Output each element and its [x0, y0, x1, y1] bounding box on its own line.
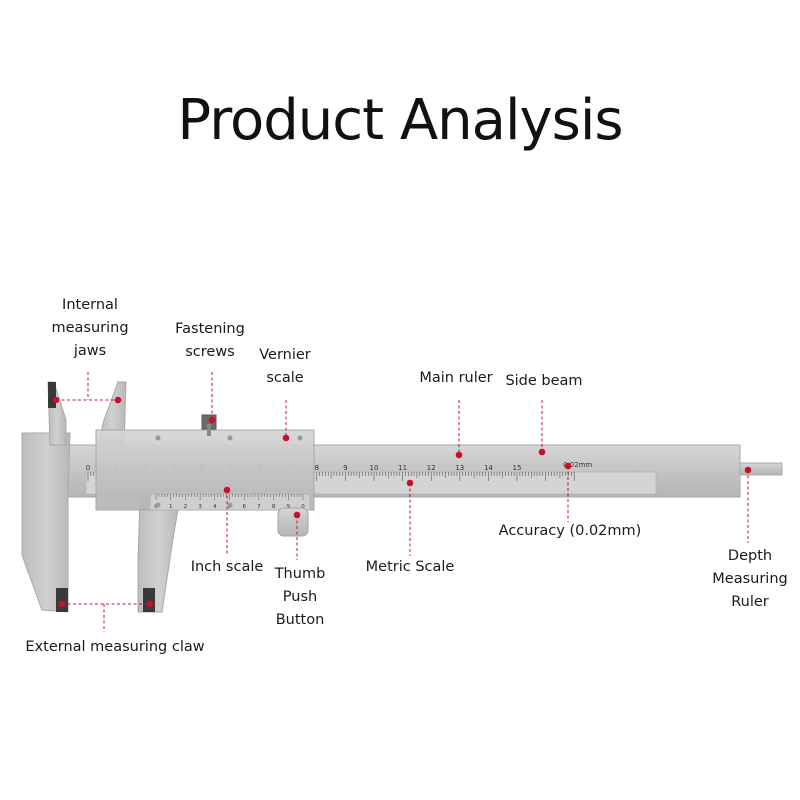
vernier-number: 8	[272, 504, 276, 510]
external-claw-tip-right	[143, 588, 155, 612]
marker-dots	[52, 396, 752, 608]
marker-dot	[564, 462, 572, 470]
vernier-number: 0	[301, 504, 305, 510]
main-scale-number: 15	[513, 464, 522, 472]
vernier-number: 2	[184, 504, 188, 510]
rivet	[155, 502, 161, 508]
label-external-measuring-claw: External measuring claw	[25, 639, 205, 655]
label-accuracy: Accuracy (0.02mm)	[498, 523, 642, 539]
leader-lines	[56, 372, 749, 632]
label-fastening-screws: Fastening screws	[175, 321, 245, 360]
label-depth-measuring-ruler: Depth Measuring Ruler	[712, 548, 788, 610]
label-metric-scale: Metric Scale	[365, 559, 455, 575]
main-scale-number: 11	[398, 464, 407, 472]
marker-dot	[406, 479, 414, 487]
rivet	[297, 435, 303, 441]
screw-shaft	[207, 424, 211, 436]
marker-dot	[538, 448, 546, 456]
rivet	[227, 502, 233, 508]
marker-dot	[58, 600, 66, 608]
vernier-scale-ticks	[155, 494, 304, 500]
vernier-number: 7	[257, 504, 261, 510]
label-internal-measuring-jaws: Internal measuring jaws	[51, 297, 129, 359]
vernier-number: 4	[213, 504, 217, 510]
internal-jaw-tip-left	[48, 382, 56, 408]
thumb-push-button	[277, 507, 309, 537]
main-scale-number: 0	[86, 464, 90, 472]
main-scale-number: 14	[484, 464, 493, 472]
marker-dot	[208, 416, 216, 424]
marker-dot	[455, 451, 463, 459]
label-thumb-push-button: Thumb Push Button	[274, 566, 326, 628]
vernier-window	[149, 493, 311, 511]
main-scale-number: 9	[343, 464, 347, 472]
label-vernier-scale: Vernier scale	[259, 347, 311, 386]
marker-dot	[146, 600, 154, 608]
rivet	[227, 435, 233, 441]
marker-dot	[223, 486, 231, 494]
label-main-ruler: Main ruler	[419, 370, 493, 386]
marker-dot	[114, 396, 122, 404]
marker-dot	[282, 434, 290, 442]
main-scale-number: 13	[455, 464, 464, 472]
vernier-number: 1	[169, 504, 173, 510]
marker-dot	[744, 466, 752, 474]
beam-marking: 0.02mm	[563, 461, 592, 469]
vernier-number: 0	[154, 504, 158, 510]
vernier-number: 6	[242, 504, 246, 510]
vernier-number: 9	[287, 504, 291, 510]
marker-dot	[52, 396, 60, 404]
vernier-number: 3	[198, 504, 202, 510]
main-scale-number: 12	[427, 464, 436, 472]
page-title: Product Analysis	[177, 88, 623, 153]
label-inch-scale: Inch scale	[190, 559, 264, 575]
label-side-beam: Side beam	[505, 373, 583, 389]
marker-dot	[293, 511, 301, 519]
external-claw-tip-left	[56, 588, 68, 612]
rivet	[155, 435, 161, 441]
main-scale-number: 8	[315, 464, 319, 472]
main-scale-number: 10	[370, 464, 379, 472]
fixed-jaw	[21, 432, 71, 613]
